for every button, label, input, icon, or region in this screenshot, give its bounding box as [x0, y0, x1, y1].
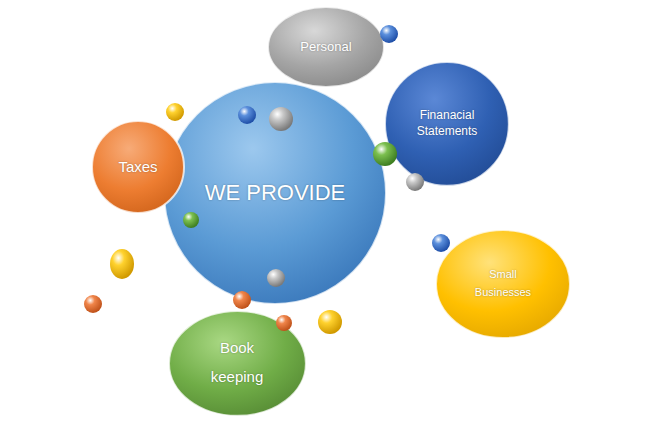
service-bubble: Personal: [267, 6, 385, 88]
service-label: Small Businesses: [463, 266, 543, 301]
sphere: [267, 269, 285, 287]
sphere: [233, 291, 251, 309]
bubble-fill: [268, 7, 384, 87]
service-bubble: Small Businesses: [435, 229, 571, 339]
service-label: Book keeping: [202, 334, 272, 391]
sphere: [373, 142, 397, 166]
service-label: Personal: [300, 39, 351, 55]
sphere: [380, 25, 398, 43]
sphere: [183, 212, 199, 228]
bubble-fill: [385, 62, 509, 186]
sphere: [276, 315, 292, 331]
sphere: [432, 234, 450, 252]
service-bubble: Taxes: [91, 120, 185, 214]
service-label: Finanacial Statements: [402, 108, 492, 139]
service-bubble: Book keeping: [168, 310, 307, 417]
sphere: [238, 106, 256, 124]
sphere: [166, 103, 184, 121]
service-bubble: Finanacial Statements: [384, 61, 510, 187]
sphere: [406, 173, 424, 191]
bubble-shape: [435, 229, 571, 339]
service-label: Taxes: [118, 158, 157, 176]
sphere: [110, 249, 134, 279]
bubble-fill: [169, 311, 306, 416]
bubble-shape: [168, 310, 307, 417]
center-circle: WE PROVIDE: [163, 81, 387, 305]
center-title: WE PROVIDE: [205, 180, 346, 206]
sphere: [84, 295, 102, 313]
bubble-fill: [164, 82, 386, 304]
sphere: [318, 310, 342, 334]
sphere: [269, 107, 293, 131]
bubble-fill: [92, 121, 184, 213]
bubble-fill: [436, 230, 570, 338]
